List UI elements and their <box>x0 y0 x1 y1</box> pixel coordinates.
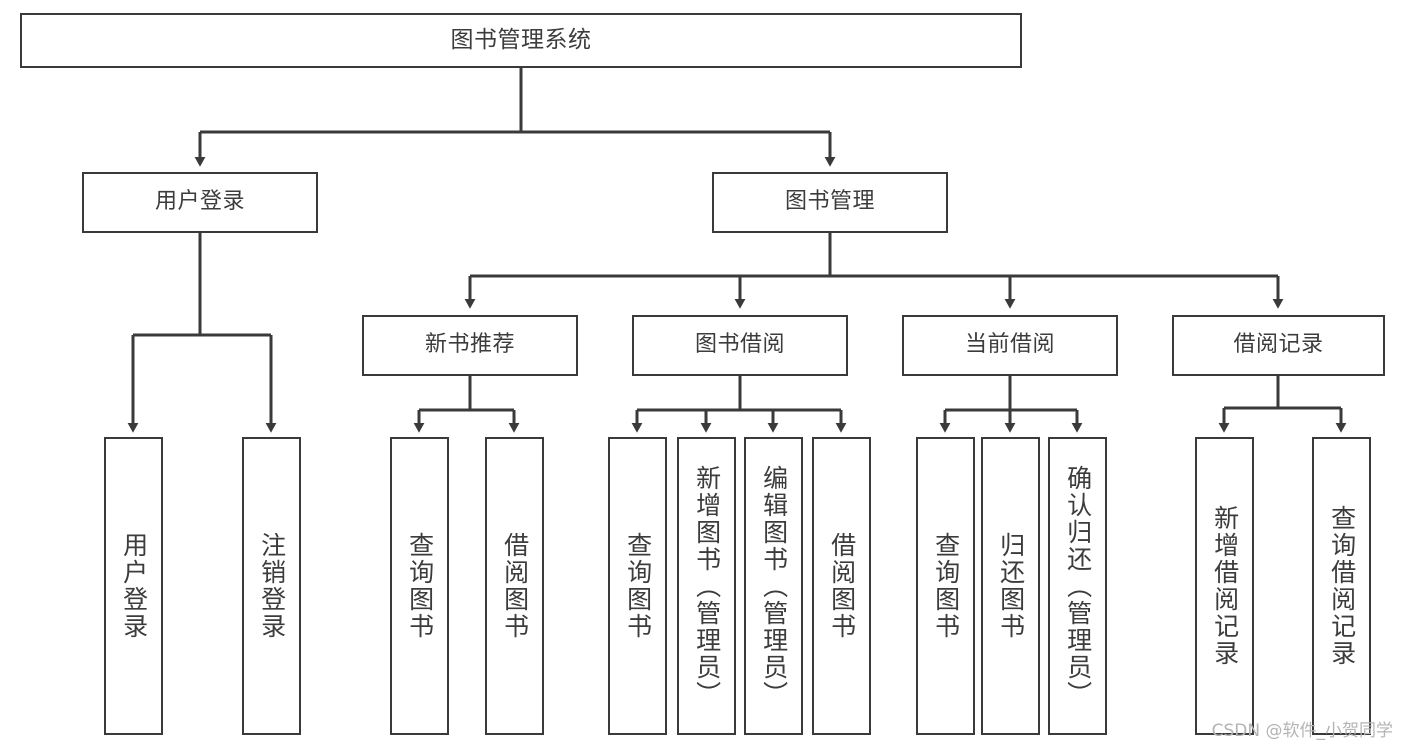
node-label: 新增借阅记录 <box>1210 505 1240 667</box>
leaf-book-borrow-query[interactable]: 查询图书 <box>608 437 667 735</box>
node-label: 新增图书（管理员） <box>692 464 722 708</box>
node-label: 查询图书 <box>405 532 435 640</box>
leaf-book-borrow-edit[interactable]: 编辑图书（管理员） <box>744 437 803 735</box>
leaf-user-login-signin[interactable]: 用户登录 <box>104 437 163 735</box>
node-label: 确认归还（管理员） <box>1063 464 1093 708</box>
node-label: 借阅图书 <box>827 532 857 640</box>
node-current-borrow[interactable]: 当前借阅 <box>902 315 1118 376</box>
leaf-user-login-signout[interactable]: 注销登录 <box>242 437 301 735</box>
node-borrow-records[interactable]: 借阅记录 <box>1172 315 1385 376</box>
node-label: 查询借阅记录 <box>1327 505 1357 667</box>
leaf-book-borrow-add[interactable]: 新增图书（管理员） <box>677 437 736 735</box>
leaf-current-borrow-return[interactable]: 归还图书 <box>981 437 1040 735</box>
leaf-new-book-borrow[interactable]: 借阅图书 <box>485 437 544 735</box>
node-label: 当前借阅 <box>964 332 1055 358</box>
node-label: 注销登录 <box>257 532 287 640</box>
leaf-current-borrow-confirm-return[interactable]: 确认归还（管理员） <box>1048 437 1107 735</box>
leaf-book-borrow-borrow[interactable]: 借阅图书 <box>812 437 871 735</box>
node-label: 查询图书 <box>623 532 653 640</box>
leaf-borrow-record-query[interactable]: 查询借阅记录 <box>1312 437 1371 735</box>
node-book-borrow[interactable]: 图书借阅 <box>632 315 848 376</box>
node-label: 图书管理系统 <box>450 26 592 53</box>
node-label: 归还图书 <box>996 532 1026 640</box>
node-new-book-recommend[interactable]: 新书推荐 <box>362 315 578 376</box>
node-label: 编辑图书（管理员） <box>759 464 789 708</box>
leaf-borrow-record-add[interactable]: 新增借阅记录 <box>1195 437 1254 735</box>
leaf-new-book-query[interactable]: 查询图书 <box>390 437 449 735</box>
node-book-management[interactable]: 图书管理 <box>712 172 948 233</box>
node-label: 用户登录 <box>154 189 245 215</box>
node-label: 借阅图书 <box>500 532 530 640</box>
node-label: 查询图书 <box>931 532 961 640</box>
node-label: 新书推荐 <box>424 332 515 358</box>
node-label: 图书借阅 <box>694 332 785 358</box>
node-user-login[interactable]: 用户登录 <box>82 172 318 233</box>
node-label: 借阅记录 <box>1233 332 1324 358</box>
leaf-current-borrow-query[interactable]: 查询图书 <box>916 437 975 735</box>
node-root-system[interactable]: 图书管理系统 <box>20 13 1022 68</box>
node-label: 图书管理 <box>784 189 875 215</box>
node-label: 用户登录 <box>119 532 149 640</box>
